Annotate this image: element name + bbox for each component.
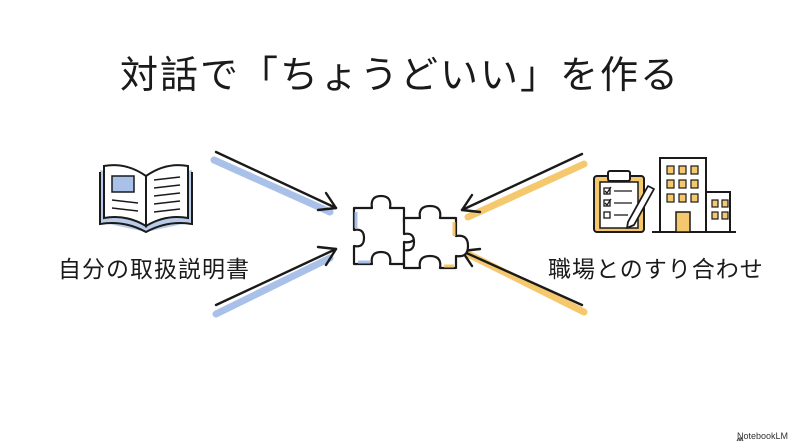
page-title: 対話で「ちょうどいい」を作る: [119, 53, 680, 97]
building-icon: [652, 157, 736, 233]
arrow-top-right: [460, 152, 588, 221]
clipboard-icon: [593, 170, 655, 233]
open-book-icon: [99, 164, 193, 234]
right-label: 職場とのすり合わせ: [548, 257, 764, 283]
puzzle-pieces-icon: [352, 194, 470, 270]
left-label: 自分の取扱説明書: [58, 257, 250, 283]
notebooklm-logo-icon: [736, 437, 744, 442]
footer-brand: NotebookLM: [737, 431, 788, 441]
footer-text: NotebookLM: [736, 431, 788, 441]
arrow-bottom-left: [212, 245, 338, 318]
arrow-top-left: [210, 150, 338, 216]
